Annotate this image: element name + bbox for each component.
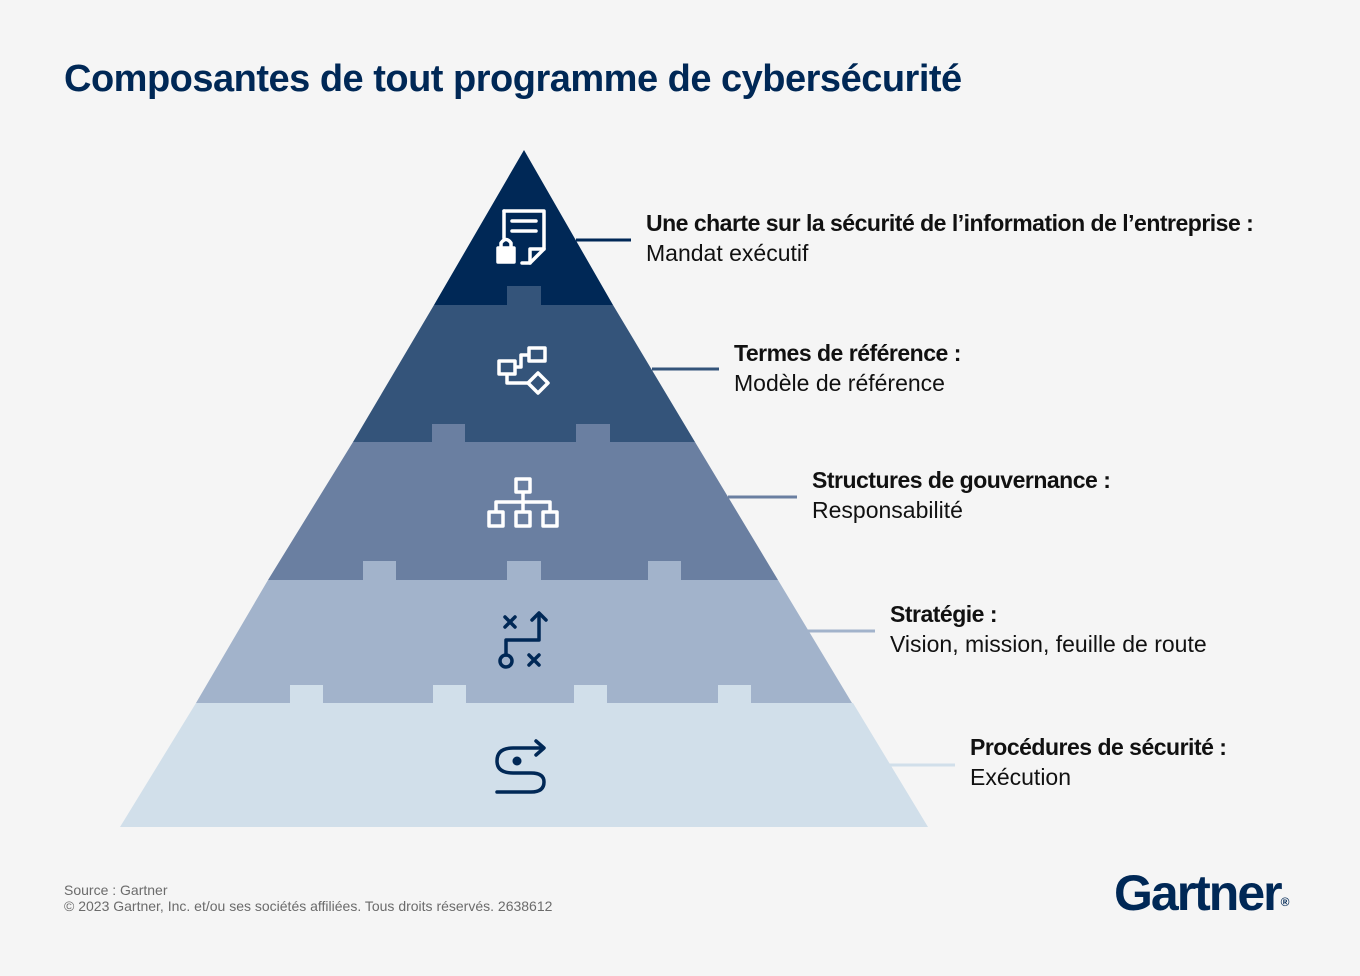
source-note: Source : Gartner <box>64 882 168 898</box>
logo-text: Gartner <box>1114 865 1283 921</box>
flow-diagram-icon <box>497 346 550 395</box>
tier-label-charte: Une charte sur la sécurité de l’informat… <box>646 208 1254 268</box>
tier-label-gouvernance: Structures de gouvernance : Responsabili… <box>812 465 1111 525</box>
tier-description: Exécution <box>970 764 1072 790</box>
tier-description: Vision, mission, feuille de route <box>890 631 1207 657</box>
tier-heading: Procédures de sécurité : <box>970 734 1227 760</box>
gartner-logo: Gartner® <box>1114 864 1289 922</box>
tier-label-strategie: Stratégie : Vision, mission, feuille de … <box>890 599 1207 659</box>
registered-mark: ® <box>1280 895 1290 909</box>
tier-heading: Une charte sur la sécurité de l’informat… <box>646 210 1254 236</box>
route-arrow-icon <box>495 739 546 794</box>
tier-description: Mandat exécutif <box>646 240 809 266</box>
footer: Source : Gartner © 2023 Gartner, Inc. et… <box>64 882 552 914</box>
tier-label-termes: Termes de référence : Modèle de référenc… <box>734 338 961 398</box>
tier-label-procedures: Procédures de sécurité : Exécution <box>970 732 1227 792</box>
document-lock-icon <box>496 209 546 265</box>
tier-heading: Structures de gouvernance : <box>812 467 1111 493</box>
pyramid-tier-termes <box>353 286 695 442</box>
tier-description: Responsabilité <box>812 497 963 523</box>
pyramid-tier-strategie <box>196 561 852 703</box>
page-title: Composantes de tout programme de cybersé… <box>64 58 962 100</box>
copyright-note: © 2023 Gartner, Inc. et/ou ses sociétés … <box>64 898 553 914</box>
tier-heading: Stratégie : <box>890 601 997 627</box>
pyramid-tier-procedures <box>120 685 928 827</box>
strategy-path-icon <box>498 611 548 669</box>
pyramid-tier-charte <box>434 150 613 305</box>
tier-heading: Termes de référence : <box>734 340 961 366</box>
org-chart-icon <box>487 477 559 528</box>
tier-description: Modèle de référence <box>734 370 945 396</box>
